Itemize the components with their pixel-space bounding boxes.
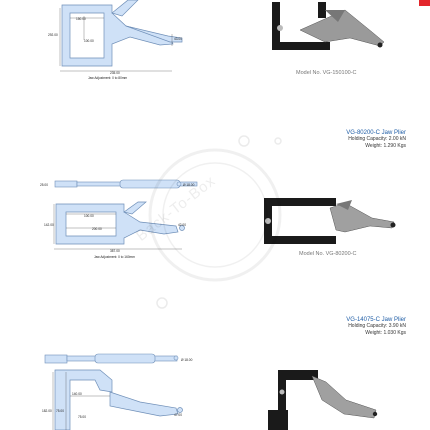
dim-47: 47.00 xyxy=(174,413,182,417)
dim-25: 25.00 xyxy=(40,183,48,187)
dim-dia18-2: Ø 18.00 xyxy=(183,183,195,187)
watermark-dots xyxy=(156,135,282,309)
spec-weight-3: Weight: 1.030 Kgs xyxy=(365,329,406,336)
adjustment-2: Jaw Adjustment: 0 to 160mm xyxy=(94,255,135,259)
dimension-lines-1 xyxy=(59,8,173,72)
dimension-lines-2 xyxy=(53,204,182,250)
dim-43: 43.00 xyxy=(174,37,182,41)
watermark-logo xyxy=(148,148,282,282)
plier-top-view-2 xyxy=(54,179,198,189)
dim-100: 100.00 xyxy=(84,39,94,43)
dim-292: 292.00 xyxy=(48,33,58,37)
dimension-lines-3 xyxy=(52,372,110,430)
dim-200: 200.00 xyxy=(92,227,102,231)
plier-drawing-1 xyxy=(61,0,183,67)
dim-dia18-3: Ø 18.00 xyxy=(181,358,193,362)
clamp-photo-3 xyxy=(268,370,378,430)
spec-title-3: VG-14075-C Jaw Plier xyxy=(346,317,406,323)
spec-title-2: VG-80200-C Jaw Plier xyxy=(346,130,406,136)
red-corner-tab xyxy=(419,0,430,6)
adjustment-1: Jaw Adjustment: 0 to 80mm xyxy=(88,76,127,80)
dim-150: 150.00 xyxy=(76,17,86,21)
plier-photo-2 xyxy=(264,198,396,244)
dim-42: 42.00 xyxy=(178,223,186,227)
dim-75-a: 75.00 xyxy=(56,409,64,413)
spec-weight-2: Weight: 1.290 Kgs xyxy=(365,142,406,149)
spec-capacity-3: Holding Capacity: 3.90 kN xyxy=(348,323,406,329)
dim-387: 387.00 xyxy=(110,249,120,253)
spec-block-2: VG-80200-C Jaw Plier Holding Capacity: 2… xyxy=(346,130,406,149)
plier-photo-1 xyxy=(272,2,385,50)
plier-top-view-3 xyxy=(44,353,179,364)
model-caption-2: Model No. VG-80200-C xyxy=(299,251,357,257)
dim-100-2: 100.00 xyxy=(84,214,94,218)
dim-182: 182.00 xyxy=(42,409,52,413)
dim-140: 140.00 xyxy=(72,392,82,396)
spec-block-3: VG-14075-C Jaw Plier Holding Capacity: 3… xyxy=(346,317,406,336)
dim-142: 142.00 xyxy=(44,223,54,227)
plier-drawing-3 xyxy=(54,369,183,430)
dim-235: 235.00 xyxy=(110,71,120,75)
model-caption-1: Model No. VG-150100-C xyxy=(296,70,357,76)
dim-75-b: 75.00 xyxy=(78,415,86,419)
spec-capacity-2: Holding Capacity: 2.00 kN xyxy=(348,136,406,142)
